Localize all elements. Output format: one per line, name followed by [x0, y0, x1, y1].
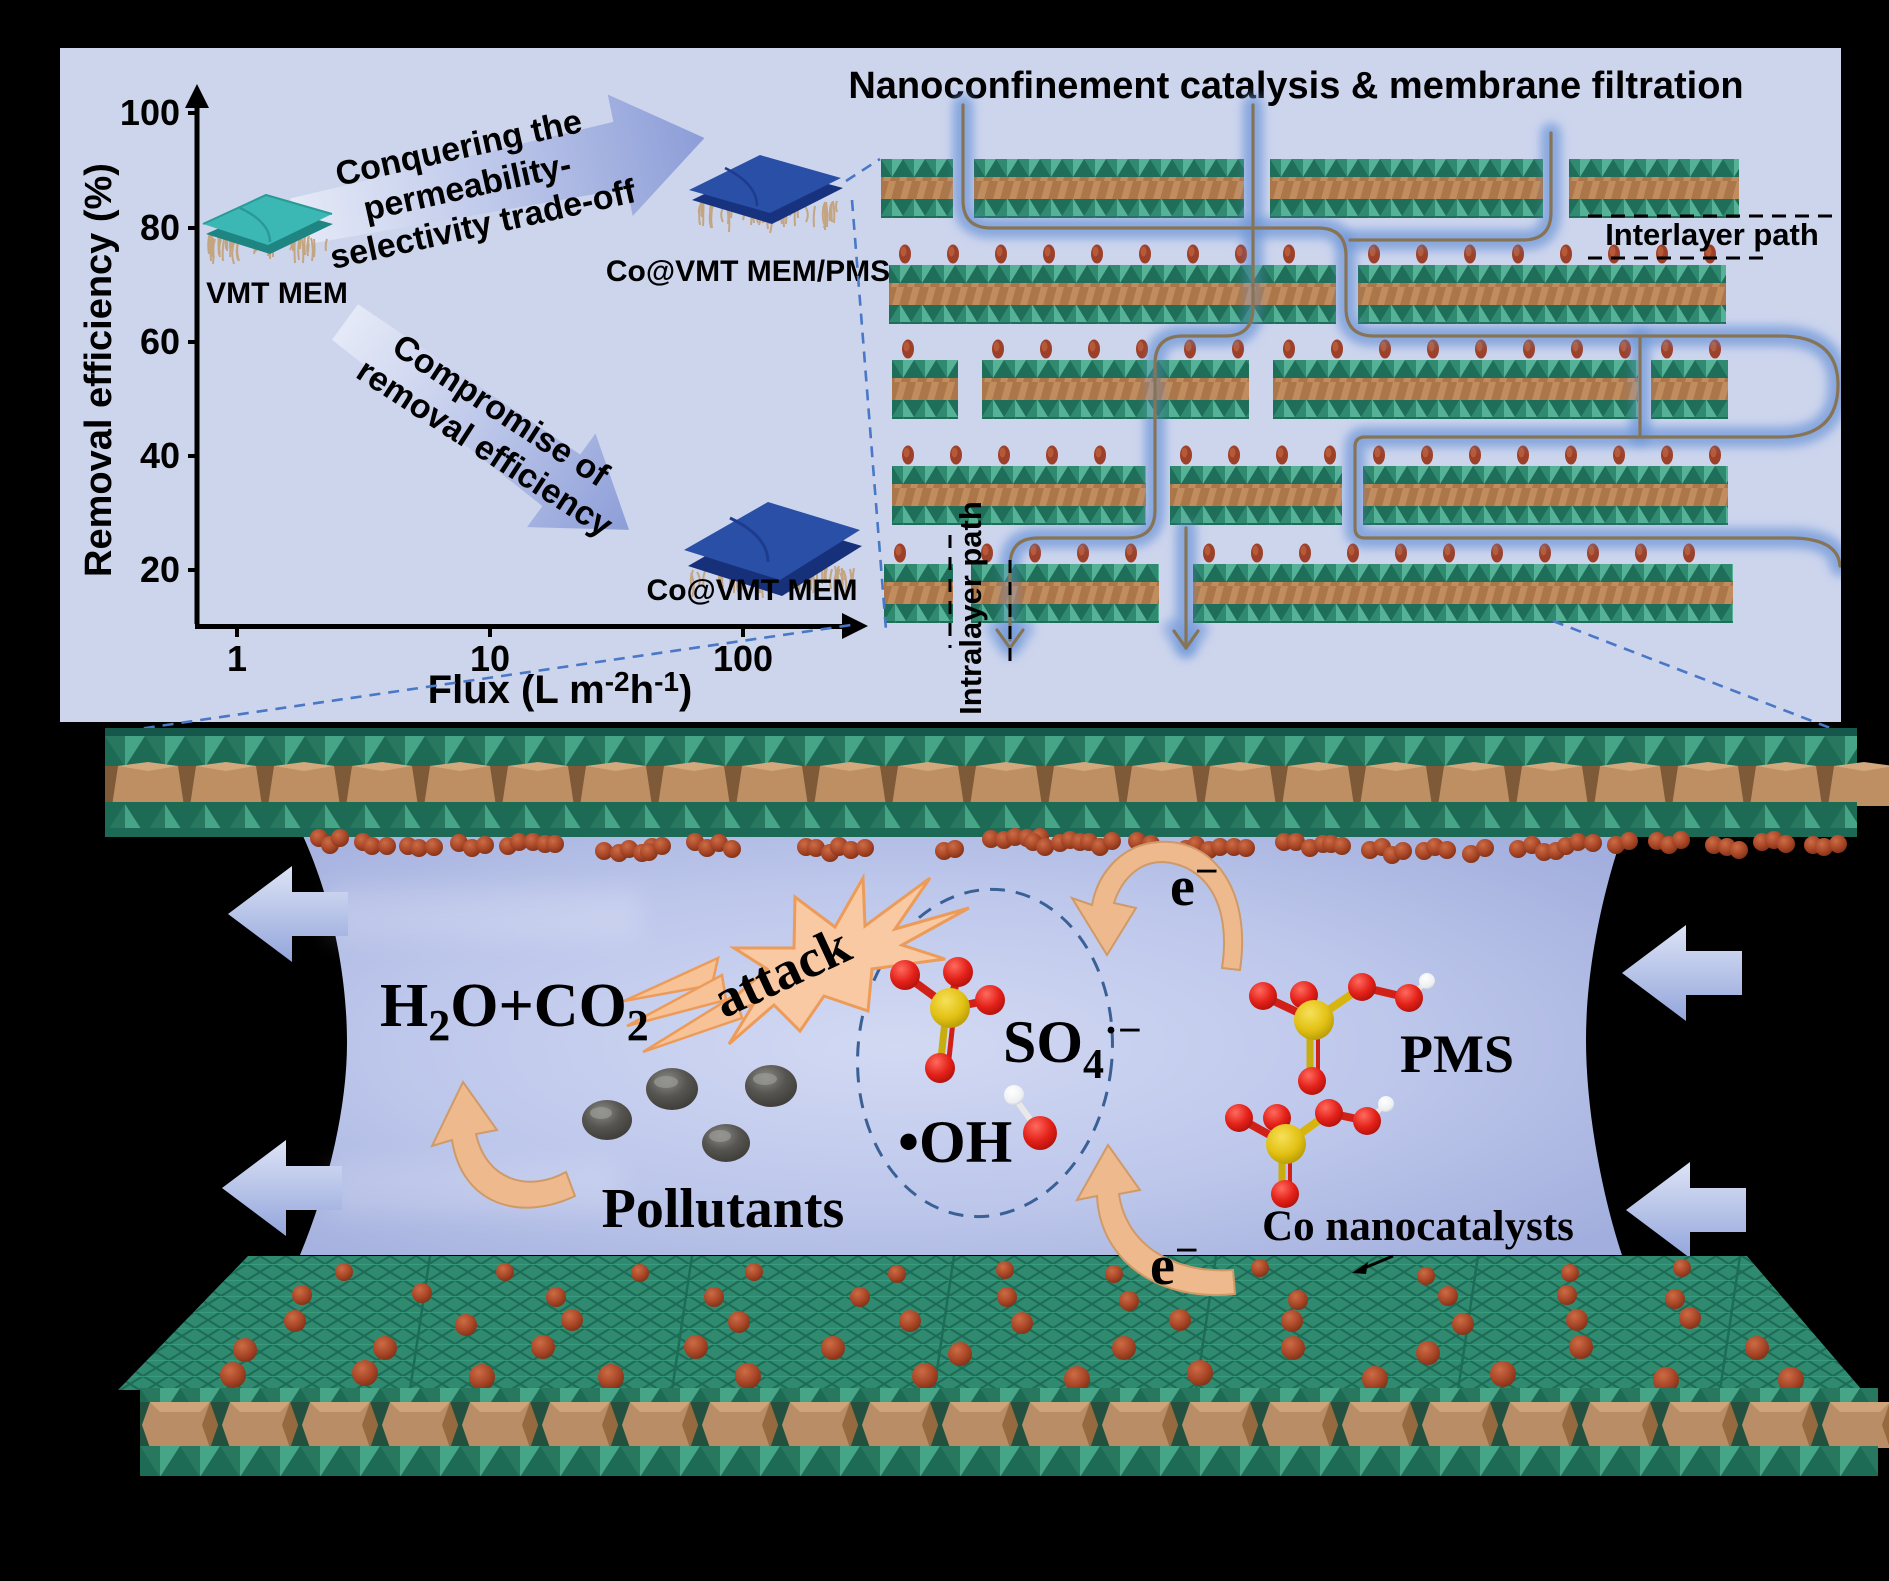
svg-text:Nanoconfinement catalysis & me: Nanoconfinement catalysis & membrane fil…	[848, 65, 1743, 107]
svg-text:20: 20	[140, 549, 180, 590]
svg-text:H2O+CO2: H2O+CO2	[380, 972, 649, 1050]
svg-text:Removal efficiency (%): Removal efficiency (%)	[78, 163, 120, 577]
svg-text:Co nanocatalysts: Co nanocatalysts	[1262, 1203, 1574, 1250]
svg-text:Pollutants: Pollutants	[602, 1178, 845, 1240]
svg-text:Flux (L m-2h-1): Flux (L m-2h-1)	[428, 666, 693, 712]
svg-text:100: 100	[713, 638, 773, 679]
svg-text:10: 10	[470, 638, 510, 679]
svg-text:e−: e−	[1170, 849, 1219, 918]
svg-text:Interlayer path: Interlayer path	[1605, 217, 1819, 252]
svg-text:Co@VMT MEM: Co@VMT MEM	[647, 574, 858, 607]
svg-text:1: 1	[227, 638, 247, 679]
svg-text:VMT MEM: VMT MEM	[206, 277, 348, 310]
svg-text:•OH: •OH	[898, 1109, 1012, 1175]
svg-text:100: 100	[120, 92, 180, 133]
svg-text:e−: e−	[1150, 1228, 1199, 1297]
svg-text:PMS: PMS	[1400, 1024, 1514, 1084]
svg-text:Intralayer path: Intralayer path	[953, 501, 988, 715]
svg-text:Co@VMT MEM/PMS: Co@VMT MEM/PMS	[606, 255, 890, 288]
svg-text:80: 80	[140, 207, 180, 248]
svg-text:40: 40	[140, 435, 180, 476]
svg-text:60: 60	[140, 321, 180, 362]
